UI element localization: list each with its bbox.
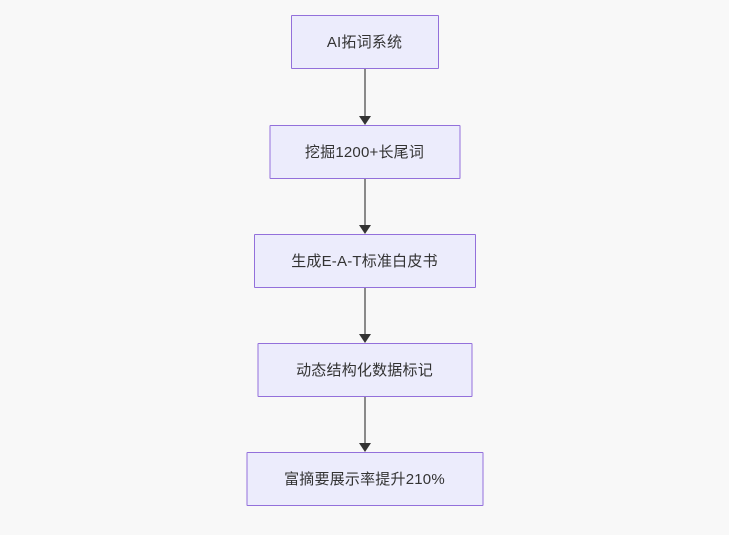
arrow-line bbox=[363, 288, 366, 334]
flowchart-node-structured-data-markup[interactable]: 动态结构化数据标记 bbox=[257, 343, 472, 397]
arrow-line bbox=[363, 179, 366, 225]
flowchart-arrow-1 bbox=[358, 69, 372, 125]
flowchart-arrow-4 bbox=[358, 397, 372, 452]
arrow-head-icon bbox=[358, 334, 371, 343]
arrow-line bbox=[363, 69, 366, 116]
arrow-head-icon bbox=[358, 116, 371, 125]
arrow-head-icon bbox=[358, 225, 371, 234]
arrow-head-icon bbox=[358, 443, 371, 452]
flowchart-node-label: 生成E-A-T标准白皮书 bbox=[291, 252, 438, 270]
arrow-line bbox=[363, 397, 366, 443]
flowchart-node-label: 动态结构化数据标记 bbox=[296, 361, 433, 379]
flowchart-node-label: 富摘要展示率提升210% bbox=[284, 470, 445, 488]
flowchart-node-label: AI拓词系统 bbox=[326, 33, 403, 51]
flowchart-arrow-2 bbox=[358, 179, 372, 234]
flowchart-node-label: 挖掘1200+长尾词 bbox=[304, 143, 425, 161]
flowchart-node-eat-whitepaper[interactable]: 生成E-A-T标准白皮书 bbox=[253, 234, 476, 288]
flowchart-node-ai-keyword-system[interactable]: AI拓词系统 bbox=[290, 15, 439, 69]
flowchart-arrow-3 bbox=[358, 288, 372, 343]
flowchart-node-longtail-keywords[interactable]: 挖掘1200+长尾词 bbox=[269, 125, 460, 179]
flowchart-node-rich-snippet-result[interactable]: 富摘要展示率提升210% bbox=[246, 452, 483, 506]
